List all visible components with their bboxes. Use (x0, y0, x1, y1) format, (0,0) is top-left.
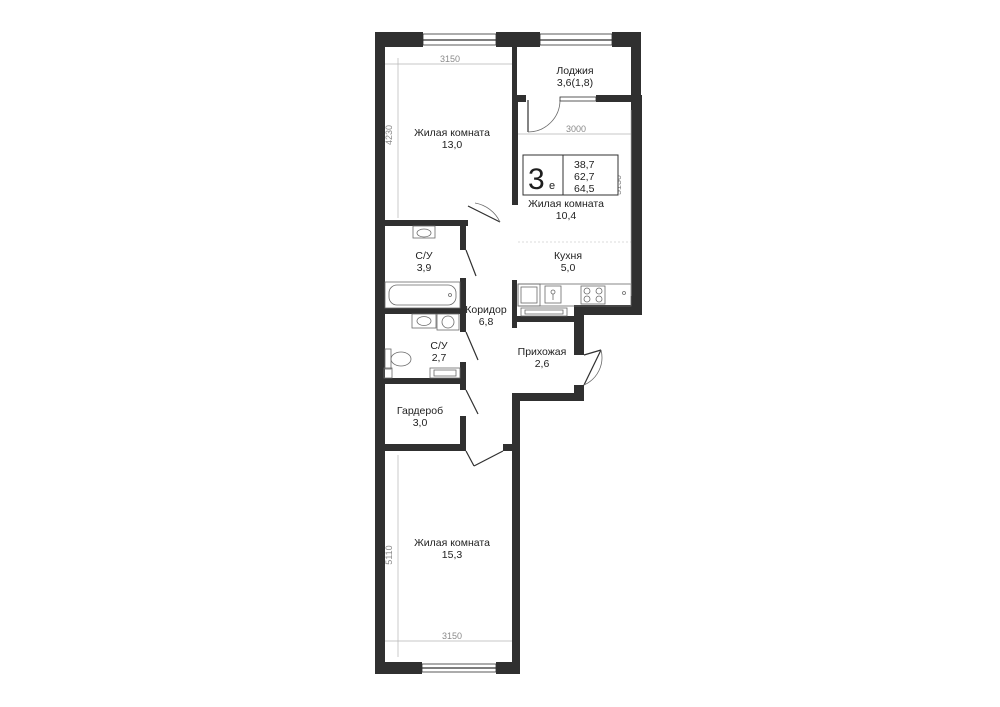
dim-top-width: 3150 (440, 54, 460, 64)
bath2-door (465, 331, 479, 361)
badge-total-area-loggia: 64,5 (574, 183, 595, 195)
stove (580, 285, 606, 305)
radiator-bath2 (429, 367, 461, 379)
living1-area: 13,0 (442, 139, 463, 151)
fridge (517, 283, 541, 307)
living3-name: Жилая комната (414, 537, 490, 549)
living2-area: 10,4 (556, 210, 577, 222)
toilet (384, 348, 412, 370)
bath1-area: 3,9 (417, 262, 432, 274)
loggia-area: 3,6(1,8) (557, 77, 593, 89)
badge-suffix: е (549, 180, 555, 192)
kitchen-counter (517, 283, 632, 307)
wardrobe-area: 3,0 (413, 417, 428, 429)
dimension-lines: 3150 4230 3000 5130 5110 3150 (384, 54, 632, 657)
living2-name: Жилая комната (528, 198, 604, 210)
badge-living-area: 38,7 (574, 159, 595, 171)
kitchen-name: Кухня (554, 250, 582, 262)
living3-area: 15,3 (442, 549, 463, 561)
room1-door (467, 202, 501, 223)
kitchen-area: 5,0 (561, 262, 576, 274)
wardrobe-door (465, 389, 479, 415)
sink-1 (412, 225, 436, 239)
room3-door (465, 450, 504, 467)
fixtures (383, 225, 632, 379)
living1-name: Жилая комната (414, 127, 490, 139)
wardrobe-name: Гардероб (397, 405, 443, 417)
dim-room2-width: 3000 (566, 124, 586, 134)
kitchen-radiator (520, 307, 568, 317)
washing-machine (436, 313, 460, 331)
room-labels: Лоджия 3,6(1,8) Жилая комната 13,0 Жилая… (397, 65, 604, 561)
sink-2 (411, 313, 437, 329)
dim-room1-height: 4230 (384, 125, 394, 145)
dim-bottom-height: 5110 (384, 545, 394, 564)
doors (465, 96, 603, 467)
interior-walls (375, 32, 642, 451)
bath2-area: 2,7 (432, 352, 447, 364)
dim-bottom-width: 3150 (442, 631, 462, 641)
corridor-area: 6,8 (479, 316, 494, 328)
apartment-badge: 3 е 38,7 62,7 64,5 (522, 154, 619, 196)
kitchen-sink (544, 285, 562, 304)
hallway-area: 2,6 (535, 358, 550, 370)
loggia-door (527, 96, 597, 133)
bath1-door (465, 249, 477, 277)
exterior-walls (375, 32, 642, 674)
badge-room-count: 3 (528, 163, 545, 196)
bathtub (384, 281, 461, 309)
vent (383, 367, 393, 379)
hallway-name: Прихожая (518, 346, 567, 358)
bath1-name: С/У (415, 250, 433, 262)
badge-total-area: 62,7 (574, 171, 595, 183)
corridor-name: Коридор (465, 304, 507, 316)
windows (421, 33, 613, 673)
bath2-name: С/У (430, 340, 448, 352)
loggia-name: Лоджия (556, 65, 593, 77)
entrance-door (583, 349, 603, 386)
